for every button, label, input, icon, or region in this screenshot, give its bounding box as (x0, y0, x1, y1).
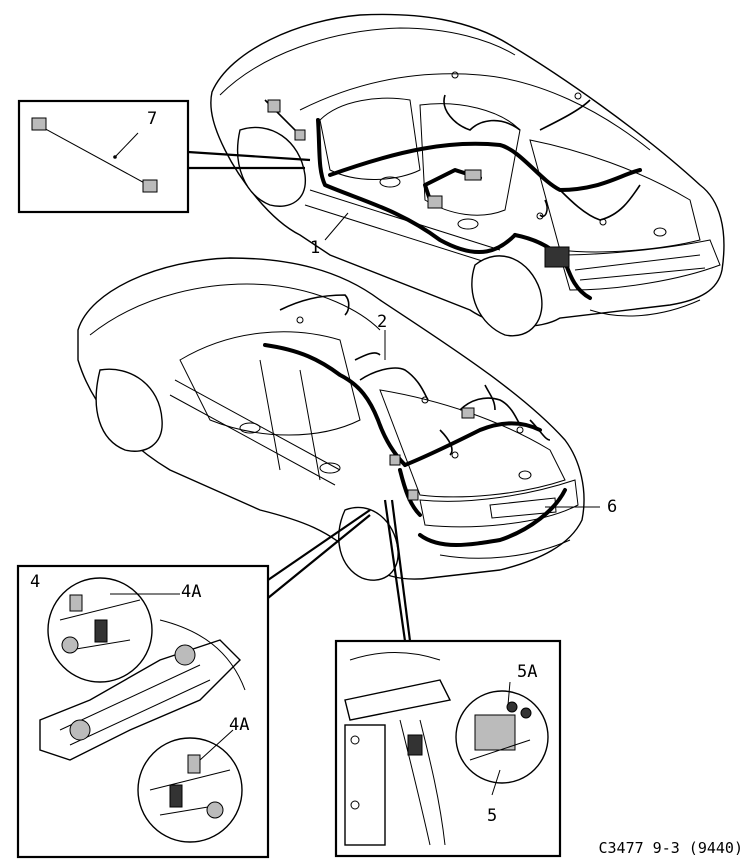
callout-box-4 (16, 509, 371, 859)
leader-lines (110, 212, 600, 796)
callout-box-7 (17, 99, 311, 214)
harness-2-and-6 (263, 294, 567, 547)
figure-code: C3477 9-3 (9440) (598, 839, 744, 857)
label-5a: 5A (517, 662, 538, 682)
harness-1 (264, 71, 642, 300)
label-4: 4 (30, 572, 41, 592)
bottom-car-illustration (77, 257, 585, 581)
label-1: 1 (310, 238, 321, 258)
callout-box-5 (334, 499, 562, 858)
label-6: 6 (607, 497, 618, 517)
label-5: 5 (487, 806, 498, 826)
label-4a-bottom: 4A (229, 715, 250, 735)
label-7: 7 (147, 109, 158, 129)
label-2: 2 (377, 312, 388, 332)
label-4a-top: 4A (181, 582, 202, 602)
